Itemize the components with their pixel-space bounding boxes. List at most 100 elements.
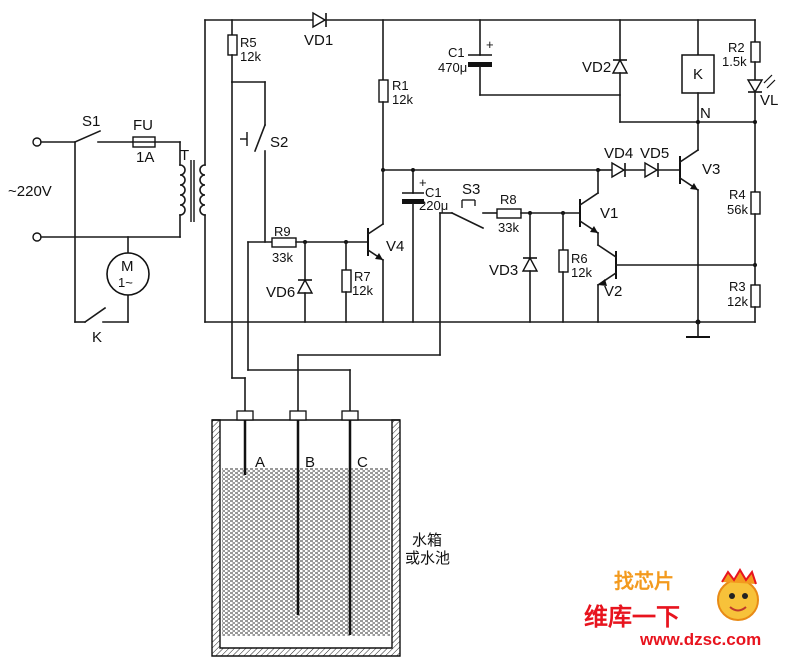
resistor-r3 <box>750 284 761 308</box>
label-relay-k: K <box>693 66 703 83</box>
label-probe-c: C <box>357 454 368 471</box>
r1-branch: R1 12k <box>378 19 601 172</box>
relay-coil-k <box>681 54 715 94</box>
switch-s3 <box>450 211 485 230</box>
label-r3-val: 12k <box>727 294 748 309</box>
resistor-r5 <box>227 34 238 56</box>
diode-vd3 <box>521 256 539 272</box>
resistor-r4 <box>750 191 761 215</box>
label-fu: FU <box>133 117 153 134</box>
label-vl: VL <box>760 92 778 109</box>
label-motor-sub: 1~ <box>118 275 133 290</box>
ground-rail <box>204 319 756 338</box>
top-rail: VD1 <box>204 11 756 49</box>
label-r5-val: 12k <box>240 49 261 64</box>
label-probe-b: B <box>305 454 315 471</box>
watermark-brand: 维库一下 <box>584 603 680 631</box>
svg-text:+: + <box>486 37 494 52</box>
c1-top: + C1 470μ <box>438 19 621 96</box>
label-r4: R4 <box>729 187 746 202</box>
diode-vd6 <box>296 278 314 294</box>
resistor-r2 <box>750 41 761 63</box>
label-r7: R7 <box>354 269 371 284</box>
label-fu-val: 1A <box>136 149 154 166</box>
label-r9-val: 33k <box>272 250 293 265</box>
water-tank: A B C 水箱 或水池 <box>211 410 450 657</box>
resistor-r9 <box>271 237 297 248</box>
motor-m <box>106 252 150 296</box>
label-vd1: VD1 <box>304 32 333 49</box>
c1-mid: + C1 220μ <box>402 168 448 323</box>
v1-input: S3 R8 33k VD3 R6 12k V1 <box>439 168 756 356</box>
transformer-secondary <box>199 164 206 216</box>
svg-text:+: + <box>419 175 427 190</box>
label-c1-top-val: 470μ <box>438 60 467 75</box>
watermark: 找芯片 维库一下 www.dzsc.com <box>584 568 761 649</box>
label-r6: R6 <box>571 251 588 266</box>
capacitor-c1-220 <box>402 199 424 204</box>
diode-vd2 <box>611 58 629 74</box>
relay-section: VD2 K N R2 1.5k VL <box>582 19 778 193</box>
label-s3: S3 <box>462 181 480 198</box>
transformer-primary <box>179 164 186 216</box>
label-r2: R2 <box>728 40 745 55</box>
resistor-r6 <box>558 249 569 273</box>
label-c1-mid: C1 <box>425 185 442 200</box>
label-vd2: VD2 <box>582 59 611 76</box>
label-motor: M <box>121 258 134 275</box>
diode-vd5 <box>644 161 659 179</box>
mains-terminal-top <box>32 137 42 147</box>
label-r3: R3 <box>729 279 746 294</box>
label-probe-a: A <box>255 454 265 471</box>
resistor-r8 <box>496 208 522 219</box>
label-r1: R1 <box>392 78 409 93</box>
led-vl <box>746 79 764 94</box>
label-r5: R5 <box>240 35 257 50</box>
label-vd5: VD5 <box>640 145 669 162</box>
label-r2-val: 1.5k <box>722 54 747 69</box>
label-r7-val: 12k <box>352 283 373 298</box>
label-s1: S1 <box>82 113 100 130</box>
label-k-contact: K <box>92 329 102 346</box>
label-c1-mid-val: 220μ <box>419 198 448 213</box>
label-r6-val: 12k <box>571 265 592 280</box>
label-v3: V3 <box>702 161 720 178</box>
relay-contact-k <box>83 306 107 324</box>
label-r1-val: 12k <box>392 92 413 107</box>
diode-vd1 <box>312 11 327 29</box>
tank-label-line1: 水箱 <box>412 532 442 549</box>
label-n: N <box>700 105 711 122</box>
r5-branch: R5 12k S2 <box>227 19 288 379</box>
capacitor-c1-470 <box>468 62 492 67</box>
probe-wires <box>231 354 441 413</box>
label-c1-top: C1 <box>448 45 465 60</box>
watermark-logo-text: 找芯片 <box>614 569 674 593</box>
v4-stage: R9 33k VD6 R7 12k V4 <box>247 169 404 371</box>
mains-section: ~220V S1 FU 1A K M 1~ T <box>8 19 206 346</box>
label-vd3: VD3 <box>489 262 518 279</box>
label-r8-val: 33k <box>498 220 519 235</box>
resistor-r7 <box>341 269 352 293</box>
mains-terminal-bottom <box>32 232 42 242</box>
switch-s1 <box>73 129 102 144</box>
label-r8: R8 <box>500 192 517 207</box>
diode-vd4 <box>611 161 626 179</box>
label-r9: R9 <box>274 224 291 239</box>
label-vd4: VD4 <box>604 145 633 162</box>
label-v1: V1 <box>600 205 618 222</box>
switch-s2 <box>253 123 267 153</box>
label-v2: V2 <box>604 283 622 300</box>
v3-driver: VD4 VD5 V3 R4 56k R3 12k <box>599 120 761 323</box>
label-r4-val: 56k <box>727 202 748 217</box>
resistor-r1 <box>378 79 389 103</box>
watermark-url: www.dzsc.com <box>639 630 761 649</box>
mains-voltage-label: ~220V <box>8 183 52 200</box>
label-v4: V4 <box>386 238 404 255</box>
label-transformer: T <box>180 147 189 164</box>
tank-label-line2: 或水池 <box>405 550 450 567</box>
mascot-icon <box>717 579 759 621</box>
water <box>222 468 390 636</box>
label-s2: S2 <box>270 134 288 151</box>
